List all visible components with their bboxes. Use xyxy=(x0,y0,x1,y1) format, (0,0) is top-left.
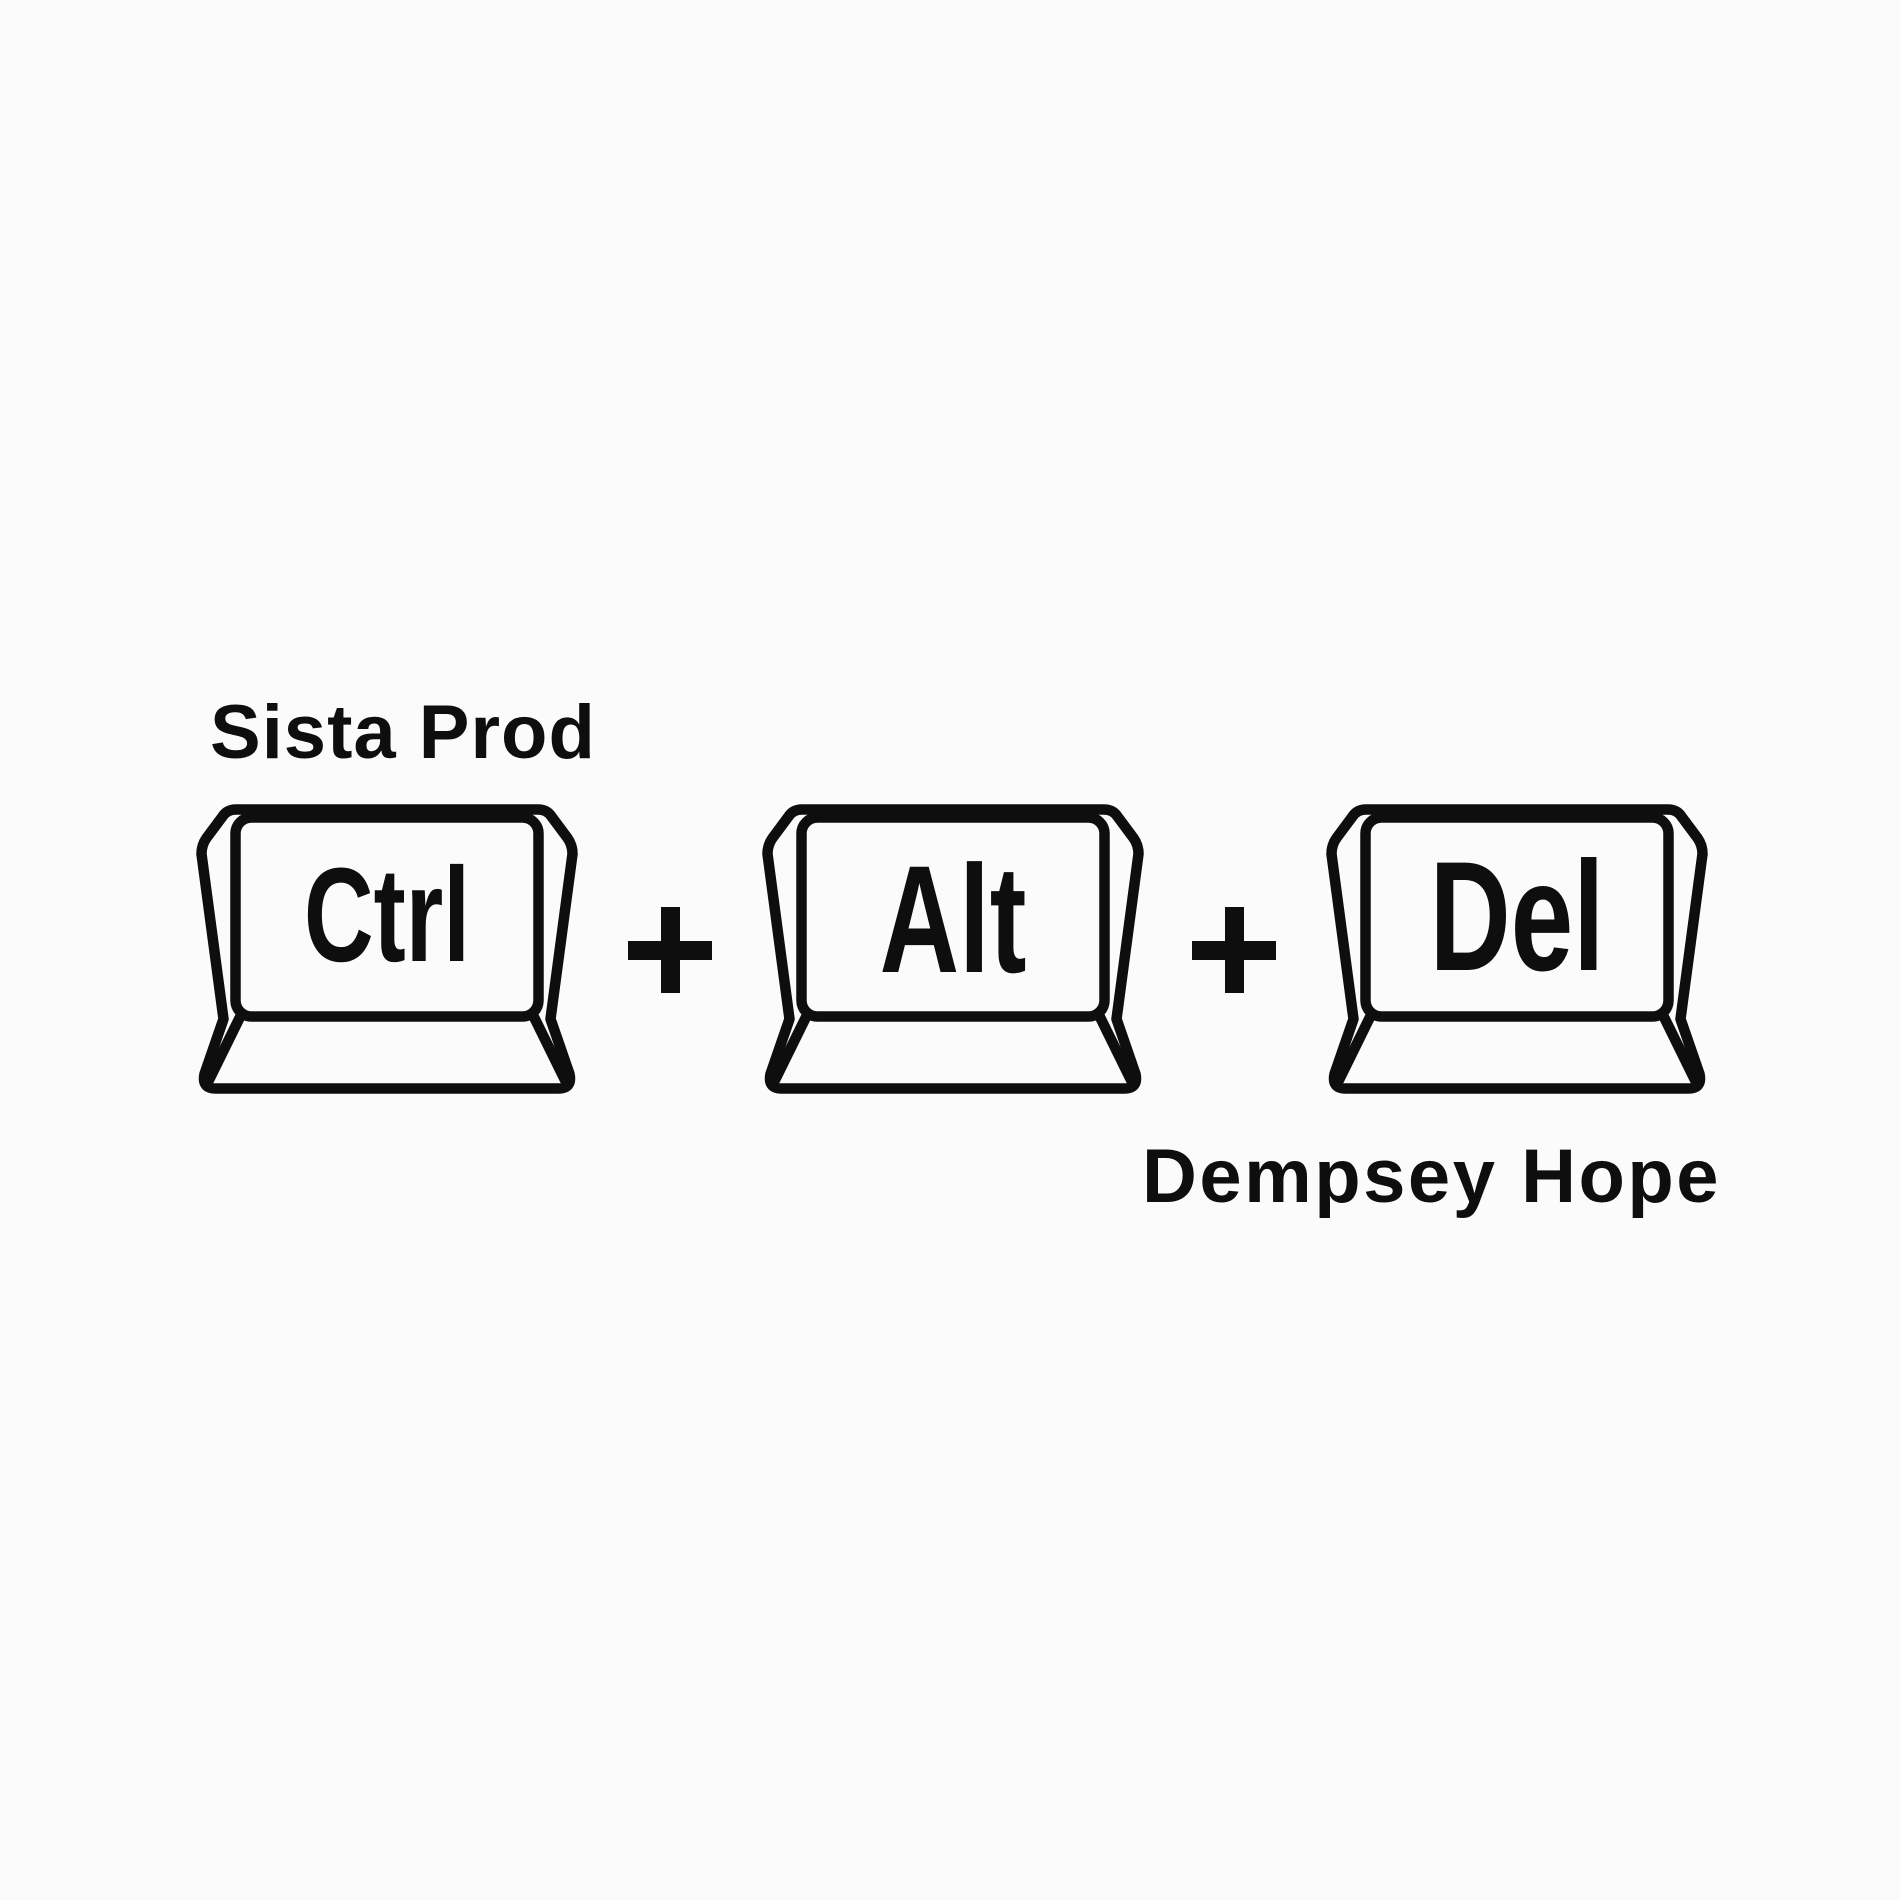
plus-icon xyxy=(628,907,712,993)
keycap-skirt-right-edge xyxy=(526,1007,571,1086)
del-key: Del xyxy=(1326,804,1708,1094)
del-keycap-drawing: Del xyxy=(1326,804,1708,1094)
key-label: Alt xyxy=(880,834,1027,1005)
ctrl-key: Ctrl xyxy=(196,804,578,1094)
producer-credit: Sista Prod xyxy=(210,690,596,775)
keycap-skirt-right-edge xyxy=(1656,1007,1701,1086)
artist-credit: Dempsey Hope xyxy=(1142,1134,1722,1219)
keycap-skirt-left-edge xyxy=(769,1007,814,1086)
keycap-skirt-left-edge xyxy=(203,1007,248,1086)
plus-vertical-bar xyxy=(1224,907,1244,993)
plus-vertical-bar xyxy=(660,907,680,993)
alt-keycap-drawing: Alt xyxy=(762,804,1144,1094)
keycap-top-face xyxy=(230,812,544,1022)
keycap-top-face xyxy=(1360,812,1674,1022)
keycap-top-face xyxy=(796,812,1110,1022)
key-label: Ctrl xyxy=(304,839,470,989)
alt-key: Alt xyxy=(762,804,1144,1094)
keycap-skirt-right-edge xyxy=(1092,1007,1137,1086)
ctrl-keycap-drawing: Ctrl xyxy=(196,804,578,1094)
plus-icon xyxy=(1192,907,1276,993)
key-label: Del xyxy=(1430,829,1605,1003)
keycap-skirt-left-edge xyxy=(1333,1007,1378,1086)
